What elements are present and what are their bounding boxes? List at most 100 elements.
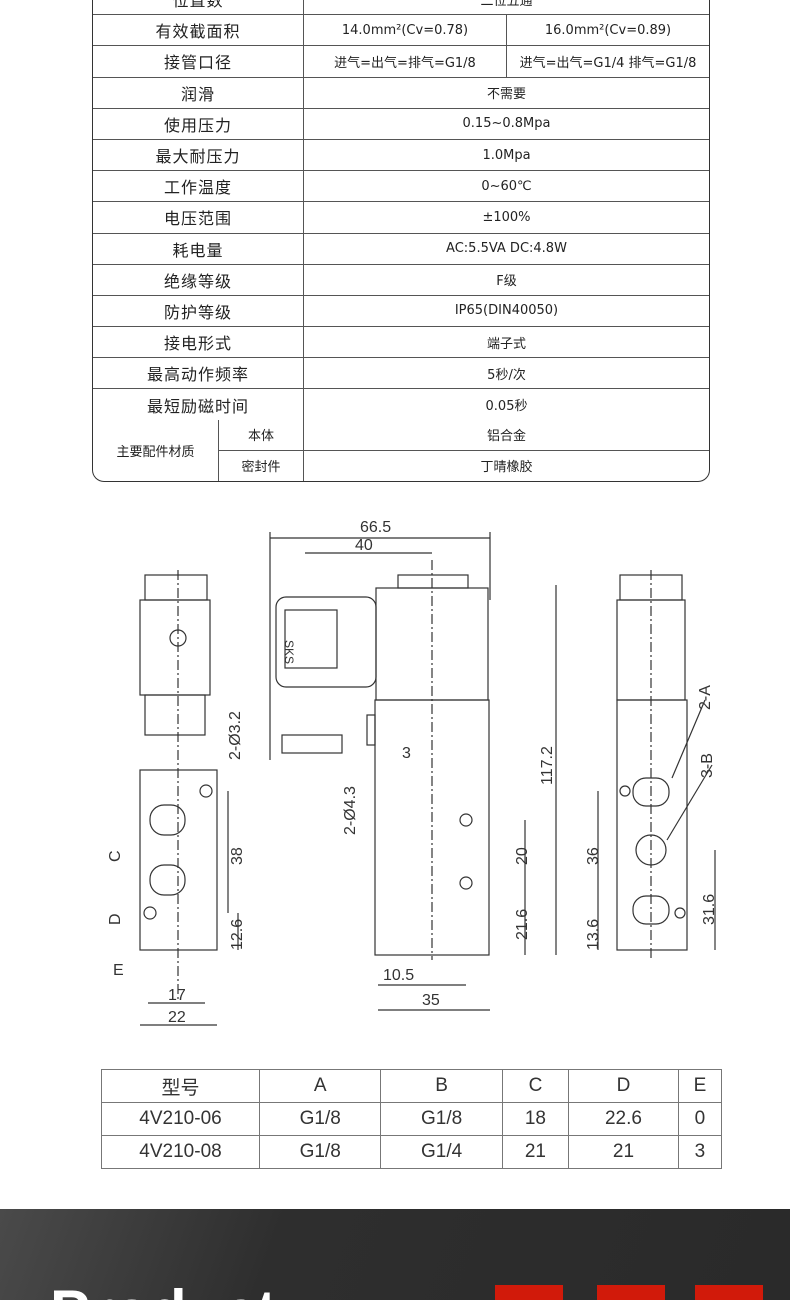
header-cell: A — [258, 1069, 382, 1103]
header-cell: B — [380, 1069, 503, 1103]
spec-row: 绝缘等级 F级 — [93, 264, 709, 296]
spec-value: 不需要 — [486, 87, 526, 103]
dim-66-5: 66.5 — [360, 519, 391, 536]
model-header-row: 型号 A B C D E — [101, 1069, 723, 1103]
dim-36: 36 — [585, 847, 602, 865]
spec-key: 位置数 — [93, 0, 304, 15]
spec-value: 16.0mm²(Cv=0.89) — [544, 22, 672, 38]
label-2-a: 2-A — [697, 685, 714, 710]
dim-35: 35 — [422, 992, 440, 1009]
spec-value: 14.0mm²(Cv=0.78) — [304, 15, 507, 46]
header-cell: D — [568, 1069, 679, 1103]
spec-value: 1.0Mpa — [482, 147, 531, 163]
dim-10-5: 10.5 — [383, 967, 414, 984]
dim-117-2: 117.2 — [539, 746, 556, 785]
spec-value: 0~60℃ — [481, 178, 532, 194]
spec-value: IP65(DIN40050) — [454, 303, 559, 319]
spec-value: AC:5.5VA DC:4.8W — [446, 241, 567, 257]
spec-row: 最短励磁时间 0.05秒 — [93, 389, 709, 420]
spec-row-header: 位置数 二位五通 — [93, 0, 709, 16]
banner-title: Product — [50, 1277, 277, 1300]
spec-key: 使用压力 — [93, 108, 304, 139]
dim-2-d4-3: 2-Ø4.3 — [342, 786, 359, 835]
label-d: D — [107, 913, 124, 925]
spec-row: 耗电量 AC:5.5VA DC:4.8W — [93, 233, 709, 265]
spec-key: 耗电量 — [93, 233, 304, 264]
spec-row: 使用压力 0.15~0.8Mpa — [93, 108, 709, 140]
spec-key: 最短励磁时间 — [93, 389, 304, 420]
spec-value: 0.15~0.8Mpa — [462, 116, 551, 132]
dim-2-d3-2: 2-Ø3.2 — [227, 711, 244, 760]
header-cell: C — [501, 1069, 570, 1103]
spec-row-port: 接管口径进气=出气=排气=G1/8 进气=出气=G1/4 排气=G1/8 — [93, 46, 709, 78]
label-c: C — [107, 850, 124, 862]
spec-key: 有效截面积 — [93, 15, 304, 46]
spec-key: 防护等级 — [93, 295, 304, 327]
red-block — [495, 1285, 563, 1300]
header-cell: 型号 — [101, 1069, 260, 1103]
valve-front-view — [269, 532, 557, 1011]
cell: G1/8 — [258, 1102, 382, 1136]
cell: 21 — [568, 1135, 679, 1169]
spec-key: 工作温度 — [93, 171, 304, 202]
cell: 0 — [677, 1102, 723, 1136]
spec-row: 润滑 不需要 — [93, 77, 709, 109]
dim-31-6: 31.6 — [701, 894, 718, 925]
cell: 21 — [501, 1135, 570, 1169]
spec-row: 最高动作频率 5秒/次 — [93, 358, 709, 390]
cell: 4V210-08 — [101, 1135, 260, 1169]
spec-value: 0.05秒 — [485, 399, 528, 415]
cell: 4V210-06 — [101, 1102, 260, 1136]
valve-side-view-right — [597, 570, 716, 960]
spec-key: 润滑 — [93, 77, 304, 108]
red-block — [597, 1285, 665, 1300]
dim-20: 20 — [514, 847, 531, 865]
spec-row: 工作温度 0~60℃ — [93, 171, 709, 203]
material-part: 本体 — [219, 419, 304, 450]
spec-key: 电压范围 — [93, 202, 304, 233]
cell: G1/4 — [380, 1135, 503, 1169]
red-block — [695, 1285, 763, 1300]
cell: 22.6 — [568, 1102, 679, 1136]
spec-value: F级 — [496, 274, 517, 290]
spec-row: 最大耐压力 1.0Mpa — [93, 139, 709, 172]
dim-12-6: 12.6 — [229, 919, 246, 950]
spec-value: 进气=出气=G1/4 排气=G1/8 — [519, 55, 697, 71]
spec-value: 进气=出气=排气=G1/8 — [304, 46, 507, 77]
spec-key: 最大耐压力 — [93, 139, 304, 171]
spec-key: 主要配件材质 — [93, 419, 219, 481]
cell: 18 — [501, 1102, 570, 1136]
spec-key: 绝缘等级 — [93, 264, 304, 295]
label-e: E — [113, 962, 124, 979]
dim-40: 40 — [355, 537, 373, 554]
spec-row: 电压范围 ±100% — [93, 202, 709, 234]
spec-key: 最高动作频率 — [93, 358, 304, 389]
valve-side-view-left — [139, 570, 239, 1026]
material-value: 铝合金 — [486, 429, 526, 445]
header-cell: E — [677, 1069, 723, 1103]
label-3-b: 3-B — [699, 753, 716, 778]
spec-key: 接管口径 — [93, 46, 304, 77]
spec-key: 接电形式 — [93, 327, 304, 358]
spec-value: 二位五通 — [480, 0, 533, 9]
cell: 3 — [677, 1135, 723, 1169]
dim-13-6: 13.6 — [585, 919, 602, 950]
spec-value: 5秒/次 — [487, 367, 526, 383]
cell: G1/8 — [380, 1102, 503, 1136]
material-value: 丁晴橡胶 — [480, 460, 533, 476]
dim-3: 3 — [402, 745, 411, 762]
dim-38: 38 — [229, 847, 246, 865]
dim-17: 17 — [168, 987, 186, 1004]
spec-value: ±100% — [482, 209, 531, 225]
dimension-drawing: 66.5 40 3 10.5 35 17 22 E SKS 2-Ø3.2 38 … — [107, 519, 718, 1026]
dim-21-6: 21.6 — [514, 909, 531, 940]
spec-row: 防护等级 IP65(DIN40050) — [93, 295, 709, 328]
spec-row-material: 主要配件材质 本体铝合金 密封件丁晴橡胶 — [93, 419, 709, 481]
dim-22: 22 — [168, 1009, 186, 1026]
logo-sks: SKS — [282, 640, 296, 664]
